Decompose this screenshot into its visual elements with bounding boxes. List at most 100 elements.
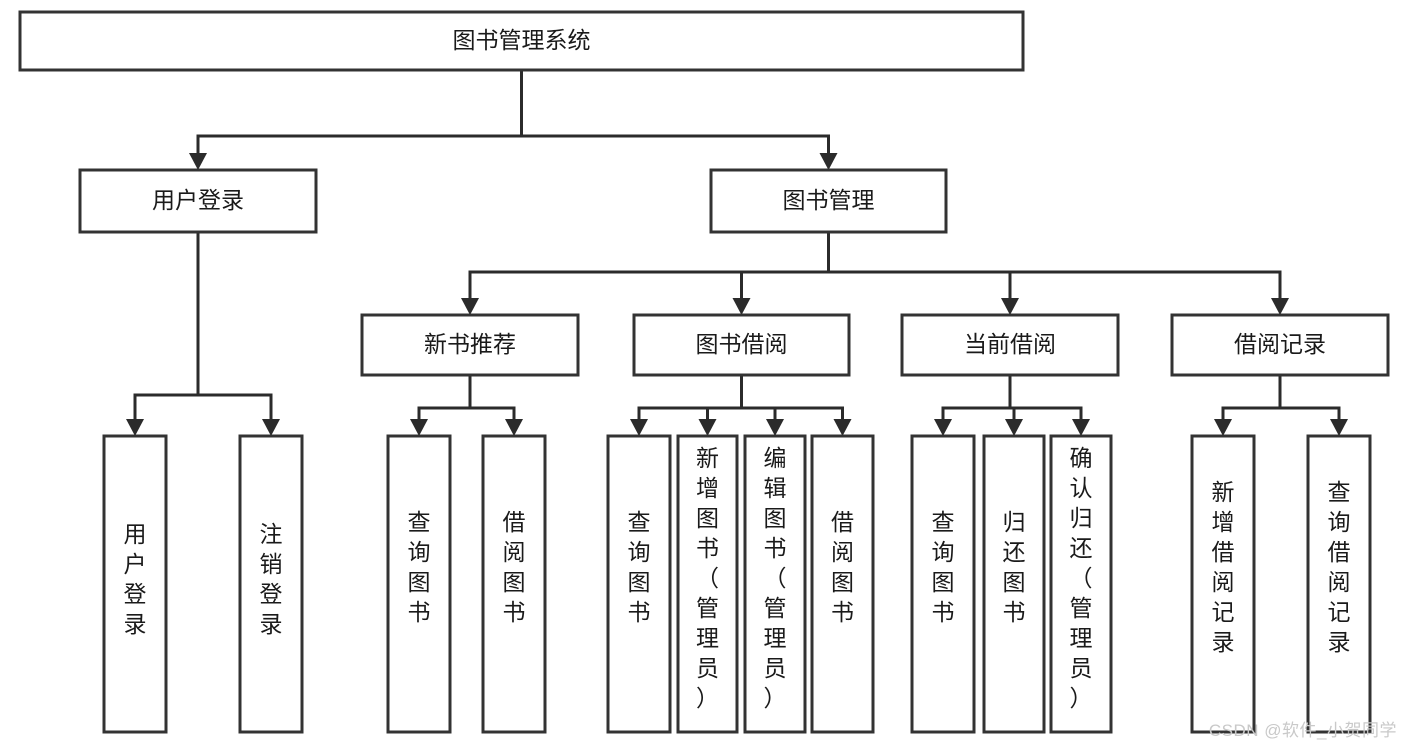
node-label-char-leaf-add-record: 录 bbox=[1212, 629, 1235, 655]
node-leaf-user-login[interactable]: 用户登录 bbox=[102, 434, 168, 734]
node-label-char-leaf-return-book: 归 bbox=[1003, 509, 1026, 535]
node-label-char-leaf-edit-book: 管 bbox=[764, 595, 787, 621]
connector-borrow-record-leaf-add-record bbox=[1221, 406, 1280, 419]
connector-book-manage-current-borrow bbox=[828, 270, 1012, 298]
node-box-leaf-edit-book bbox=[743, 434, 807, 734]
node-label-char-leaf-edit-book: 理 bbox=[764, 625, 787, 651]
node-label-char-leaf-borrow-book-1: 书 bbox=[503, 599, 526, 625]
node-box-borrow-record bbox=[1170, 313, 1390, 377]
node-label-char-leaf-borrow-book-2: 借 bbox=[831, 509, 854, 535]
node-label-char-leaf-logout: 录 bbox=[260, 611, 283, 637]
node-root[interactable]: 图书管理系统 bbox=[18, 10, 1025, 72]
arrow-head-icon bbox=[262, 419, 280, 436]
node-label-char-leaf-confirm-return: ） bbox=[1070, 685, 1093, 711]
node-label-char-leaf-borrow-book-1: 图 bbox=[503, 569, 526, 595]
connector-book-borrow-leaf-borrow-book-2 bbox=[741, 406, 844, 419]
node-label-char-leaf-return-book: 书 bbox=[1003, 599, 1026, 625]
node-label-char-leaf-logout: 销 bbox=[260, 551, 283, 577]
node-label-char-leaf-query-book-2: 询 bbox=[628, 539, 651, 565]
node-label-char-leaf-add-record: 记 bbox=[1212, 599, 1235, 625]
arrow-head-icon bbox=[1330, 419, 1348, 436]
node-box-leaf-return-book bbox=[982, 434, 1046, 734]
node-label-char-leaf-query-record: 录 bbox=[1328, 629, 1351, 655]
node-label-char-leaf-add-book: 新 bbox=[696, 445, 719, 471]
arrow-head-icon bbox=[461, 298, 479, 315]
node-box-new-book-rec bbox=[360, 313, 580, 377]
nodes-layer: 图书管理系统用户登录图书管理新书推荐图书借阅当前借阅借阅记录用户登录注销登录查询… bbox=[18, 10, 1390, 734]
connector-current-borrow-leaf-query-book-3 bbox=[941, 406, 1010, 419]
node-book-borrow[interactable]: 图书借阅 bbox=[632, 313, 851, 377]
node-label-char-leaf-query-book-2: 书 bbox=[628, 599, 651, 625]
node-box-leaf-query-record bbox=[1306, 434, 1372, 734]
arrow-head-icon bbox=[766, 419, 784, 436]
node-label-char-leaf-edit-book: 员 bbox=[764, 655, 787, 681]
connector-current-borrow-leaf-confirm-return bbox=[1010, 406, 1083, 419]
node-label-char-leaf-query-book-1: 书 bbox=[408, 599, 431, 625]
node-label-char-leaf-query-book-3: 图 bbox=[932, 569, 955, 595]
node-label-char-leaf-borrow-book-2: 图 bbox=[831, 569, 854, 595]
node-box-book-borrow bbox=[632, 313, 851, 377]
node-label-char-leaf-query-record: 阅 bbox=[1328, 569, 1351, 595]
node-label-char-leaf-edit-book: 图 bbox=[764, 505, 787, 531]
node-label-char-leaf-add-book: （ bbox=[696, 565, 719, 591]
node-label-char-leaf-add-record: 增 bbox=[1212, 509, 1235, 535]
node-label-char-leaf-edit-book: 辑 bbox=[764, 475, 787, 501]
node-label-user-login: 用户登录 bbox=[152, 187, 244, 213]
node-label-char-leaf-add-book: 员 bbox=[696, 655, 719, 681]
arrow-head-icon bbox=[1214, 419, 1232, 436]
node-current-borrow[interactable]: 当前借阅 bbox=[900, 313, 1120, 377]
node-label-char-leaf-query-record: 记 bbox=[1328, 599, 1351, 625]
arrow-head-icon bbox=[410, 419, 428, 436]
watermark-label: CSDN @软件_小贺同学 bbox=[1208, 721, 1397, 740]
node-label-char-leaf-query-book-1: 图 bbox=[408, 569, 431, 595]
arrow-head-icon bbox=[732, 298, 751, 315]
node-label-char-leaf-add-record: 阅 bbox=[1212, 569, 1235, 595]
node-label-char-leaf-query-book-1: 询 bbox=[408, 539, 431, 565]
node-label-char-leaf-query-record: 查 bbox=[1328, 479, 1351, 505]
node-label-char-leaf-query-record: 借 bbox=[1328, 539, 1351, 565]
node-label-char-leaf-add-book: 管 bbox=[696, 595, 719, 621]
connector-current-borrow-leaf-return-book bbox=[1010, 406, 1016, 419]
connector-new-book-rec-leaf-query-book-1 bbox=[417, 406, 470, 419]
node-label-char-leaf-confirm-return: 归 bbox=[1070, 505, 1093, 531]
node-new-book-rec[interactable]: 新书推荐 bbox=[360, 313, 580, 377]
connector-new-book-rec-leaf-borrow-book-1 bbox=[470, 406, 516, 419]
node-box-leaf-confirm-return bbox=[1049, 434, 1113, 734]
node-label-char-leaf-query-book-1: 查 bbox=[408, 509, 431, 535]
node-label-current-borrow: 当前借阅 bbox=[964, 331, 1056, 357]
node-label-char-leaf-confirm-return: 理 bbox=[1070, 625, 1093, 651]
node-label-char-leaf-add-book: 图 bbox=[696, 505, 719, 531]
node-user-login[interactable]: 用户登录 bbox=[78, 168, 318, 234]
node-label-char-leaf-logout: 注 bbox=[260, 521, 283, 547]
arrow-head-icon bbox=[630, 419, 648, 436]
node-borrow-record[interactable]: 借阅记录 bbox=[1170, 313, 1390, 377]
node-label-book-borrow: 图书借阅 bbox=[696, 331, 788, 357]
node-label-char-leaf-logout: 登 bbox=[260, 581, 283, 607]
node-box-root bbox=[18, 10, 1025, 72]
node-book-manage[interactable]: 图书管理 bbox=[709, 168, 948, 234]
connector-borrow-record-leaf-query-record bbox=[1280, 406, 1341, 419]
node-box-leaf-borrow-book-2 bbox=[810, 434, 875, 734]
connector-book-manage-new-book-rec bbox=[468, 270, 829, 298]
node-label-char-leaf-query-record: 询 bbox=[1328, 509, 1351, 535]
node-label-char-leaf-borrow-book-1: 阅 bbox=[503, 539, 526, 565]
connector-book-borrow-leaf-add-book bbox=[706, 406, 742, 419]
node-label-char-leaf-edit-book: 书 bbox=[764, 535, 787, 561]
node-label-char-leaf-edit-book: （ bbox=[764, 565, 787, 591]
connector-root-book-manage bbox=[521, 134, 830, 153]
arrow-head-icon bbox=[505, 419, 523, 436]
